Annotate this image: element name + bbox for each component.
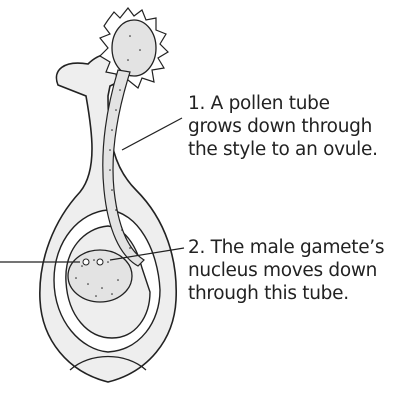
egg-nucleus xyxy=(83,259,89,265)
label-line: through this tube. xyxy=(188,282,384,305)
male-gamete-nucleus xyxy=(97,259,103,265)
label-male-gamete: 2. The male gamete’s nucleus moves down … xyxy=(188,236,384,305)
label-line: 1. A pollen tube xyxy=(188,92,378,115)
label-pollen-tube: 1. A pollen tube grows down through the … xyxy=(188,92,378,161)
label-line: grows down through xyxy=(188,115,378,138)
pollen-body xyxy=(112,20,156,76)
leader-line-1 xyxy=(122,118,182,150)
label-line: 2. The male gamete’s xyxy=(188,236,384,259)
label-line: nucleus moves down xyxy=(188,259,384,282)
label-line: the style to an ovule. xyxy=(188,138,378,161)
